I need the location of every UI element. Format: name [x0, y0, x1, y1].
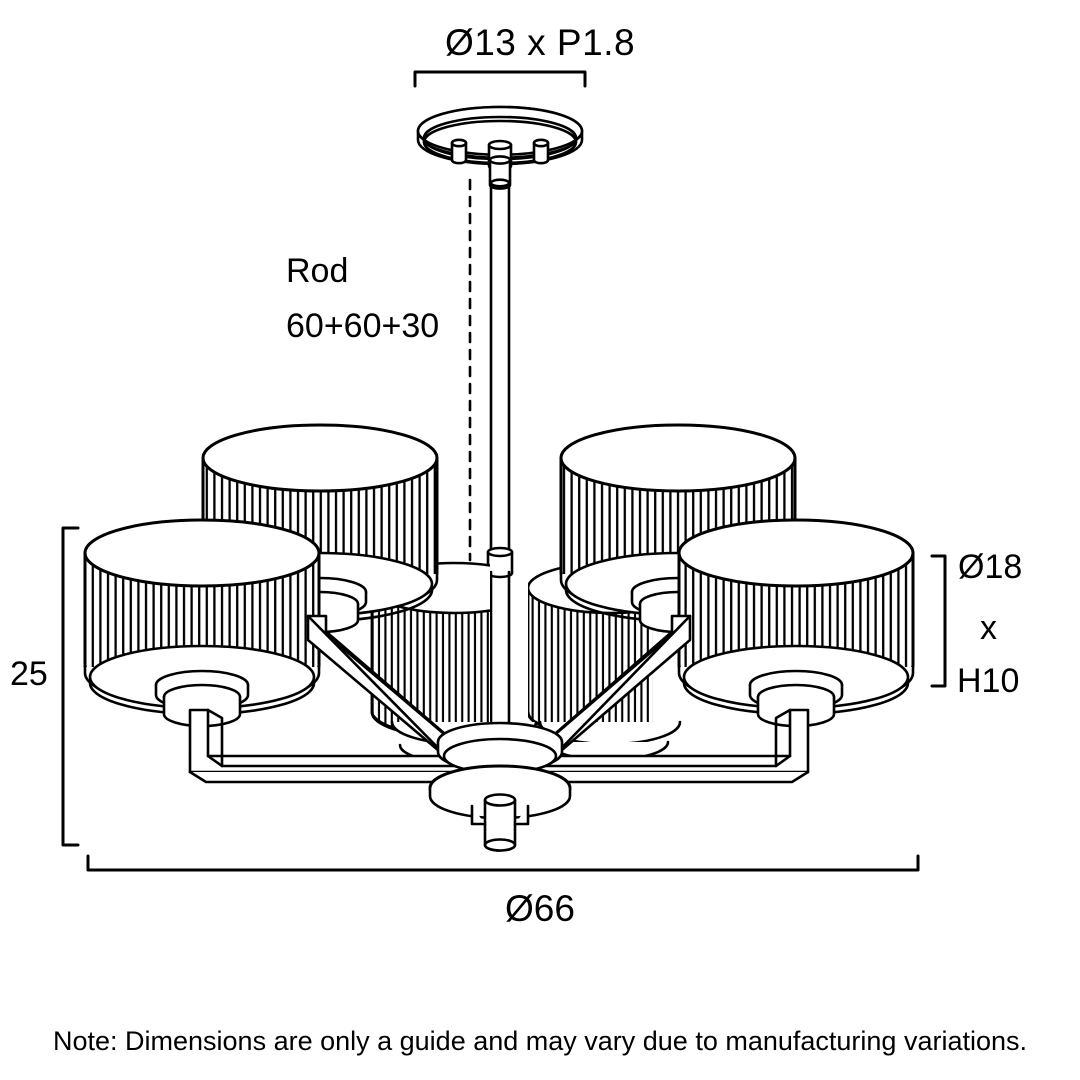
- shade-front-right: [677, 518, 915, 728]
- disclaimer-note: Note: Dimensions are only a guide and ma…: [52, 1026, 1028, 1056]
- diameter-dimension-line: [86, 854, 920, 872]
- thread-dimension-bracket: [413, 70, 587, 88]
- overall-height-label: 25: [10, 655, 48, 693]
- shade-front-left: [83, 518, 321, 728]
- central-hub: [428, 721, 572, 852]
- arm-upper-left: [306, 614, 472, 764]
- shade-height-label: H10: [957, 662, 1020, 700]
- rod-title-label: Rod: [286, 252, 349, 290]
- shade-diameter-label: Ø18: [958, 548, 1023, 586]
- rod-lengths-label: 60+60+30: [286, 307, 440, 345]
- overall-diameter-label: Ø66: [505, 888, 575, 929]
- thread-label: Ø13 x P1.8: [444, 22, 636, 63]
- shade-dimension-bracket: [930, 554, 947, 688]
- shade-multiply-label: x: [980, 609, 997, 647]
- central-rod: [486, 155, 514, 760]
- height-dimension-bracket: [61, 526, 80, 847]
